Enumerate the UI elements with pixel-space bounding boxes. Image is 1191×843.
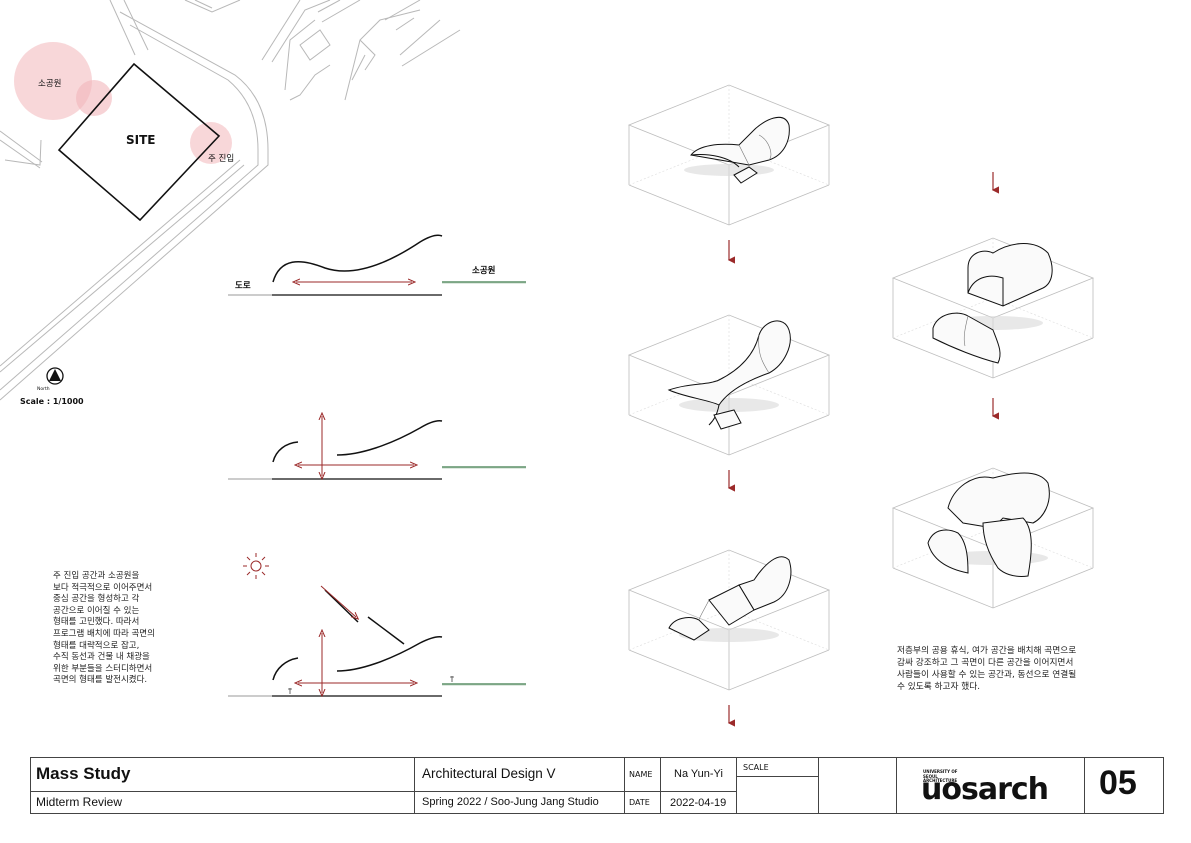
sheet-subtitle: Midterm Review: [36, 795, 123, 809]
model-2: [628, 314, 830, 456]
date-label: DATE: [629, 798, 650, 807]
park-circle: [14, 42, 92, 120]
section-1: [228, 234, 526, 296]
model-3: [628, 549, 830, 691]
model-4: [892, 237, 1094, 379]
sun-icon: [243, 553, 269, 579]
flow-arrows: [727, 172, 999, 727]
logo-subtext: UNIVERSITY OF SEOUL ARCHITECTURE: [923, 769, 958, 783]
uosarch-logo: uosarch: [921, 772, 1049, 807]
north-label: North: [37, 387, 50, 392]
entrance-circle: [190, 122, 232, 164]
date-value: 2022-04-19: [670, 797, 727, 809]
sheet-number: 05: [1099, 764, 1137, 802]
section-3: [228, 585, 526, 696]
entrance-label: 주 진입: [208, 154, 235, 164]
name-value: Na Yun-Yi: [674, 768, 723, 780]
park-overlap-circle: [76, 80, 112, 116]
road-lines: [0, 0, 461, 401]
site-boundary: [57, 62, 221, 222]
section-park-label: 소공원: [472, 266, 496, 276]
model-1: [628, 84, 830, 226]
course-name: Architectural Design V: [422, 766, 556, 781]
semester-studio: Spring 2022 / Soo-Jung Jang Studio: [422, 796, 599, 808]
scale-text: Scale : 1/1000: [20, 397, 84, 406]
site-label: SITE: [126, 133, 156, 147]
north-arrow-icon: [46, 367, 64, 385]
road-label: 도로: [235, 281, 251, 291]
right-description: 저층부의 공용 휴식, 여가 공간을 배치해 곡면으로 감싸 강조하고 그 곡면…: [897, 646, 1077, 692]
model-5: [892, 467, 1094, 609]
name-label: NAME: [629, 770, 653, 779]
left-description: 주 진입 공간과 소공원을 보다 적극적으로 이어주면서 중심 공간을 형성하고…: [53, 571, 155, 686]
scale-label: SCALE: [743, 763, 769, 772]
title-block: Mass Study Midterm Review Architectural …: [30, 757, 1164, 814]
sheet-title: Mass Study: [36, 764, 131, 783]
park-label: 소공원: [38, 79, 62, 89]
section-2: [228, 416, 526, 479]
